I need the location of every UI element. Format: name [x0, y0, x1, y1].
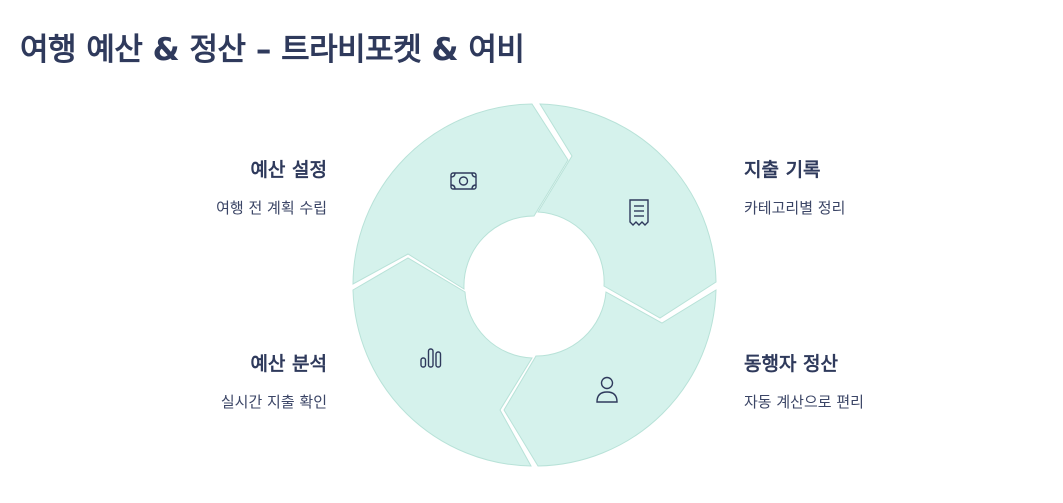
- step-title: 예산 분석: [250, 353, 327, 375]
- step-title: 예산 설정: [250, 159, 327, 181]
- step-description: 카테고리별 정리: [744, 199, 846, 217]
- money-icon: [450, 172, 477, 190]
- segment-budget-analysis: [352, 257, 533, 467]
- step-description: 실시간 지출 확인: [220, 393, 327, 411]
- step-expense-record: 지출 기록 카테고리별 정리: [744, 158, 1044, 218]
- step-title: 지출 기록: [744, 159, 821, 181]
- step-description: 자동 계산으로 편리: [744, 393, 864, 411]
- user-icon: [596, 376, 618, 403]
- segment-budget-setting: [352, 103, 569, 290]
- step-companion-settlement: 동행자 정산 자동 계산으로 편리: [744, 352, 1044, 412]
- step-description: 여행 전 계획 수립: [216, 199, 327, 217]
- segment-expense-record: [537, 103, 717, 319]
- step-budget-analysis: 예산 분석 실시간 지출 확인: [27, 352, 327, 412]
- step-budget-setting: 예산 설정 여행 전 계획 수립: [27, 158, 327, 218]
- page-title: 여행 예산 & 정산 – 트라비포켓 & 여비: [20, 32, 525, 68]
- bar-chart-icon: [420, 348, 442, 368]
- receipt-icon: [629, 199, 649, 226]
- step-title: 동행자 정산: [744, 353, 839, 375]
